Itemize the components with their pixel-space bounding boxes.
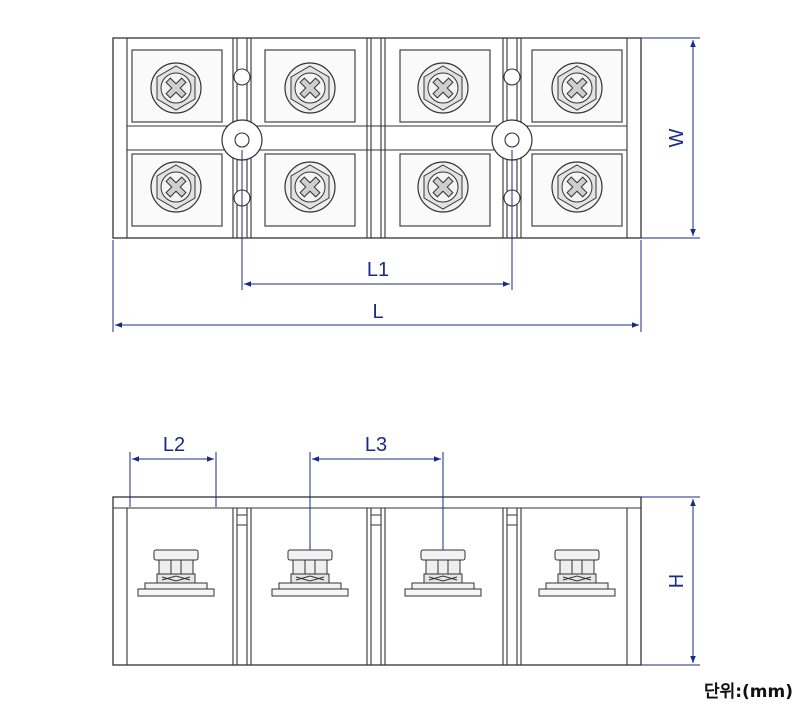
dimension-h: H bbox=[641, 496, 700, 666]
dimension-l1: L1 bbox=[241, 150, 513, 290]
dimension-l-label: L bbox=[372, 301, 383, 323]
mounting-hole-right bbox=[491, 119, 533, 161]
screw-top-6 bbox=[284, 161, 336, 213]
dimension-l1-label: L1 bbox=[367, 259, 389, 281]
dimension-l3-label: L3 bbox=[365, 434, 387, 456]
unit-label: 단위:(mm) bbox=[704, 682, 793, 702]
top-view bbox=[112, 37, 642, 239]
screw-top-1 bbox=[150, 62, 202, 114]
screw-top-5 bbox=[150, 161, 202, 213]
dimension-h-label: H bbox=[666, 574, 688, 588]
dimension-l: L bbox=[112, 240, 642, 332]
screw-top-2 bbox=[284, 62, 336, 114]
screw-top-7 bbox=[417, 161, 469, 213]
dimension-l2: L2 bbox=[129, 434, 217, 507]
side-view bbox=[112, 496, 642, 666]
dimension-l2-label: L2 bbox=[163, 434, 185, 456]
screw-top-3 bbox=[417, 62, 469, 114]
mounting-hole-left bbox=[221, 119, 263, 161]
dimension-w: W bbox=[641, 37, 700, 239]
screw-top-4 bbox=[551, 62, 603, 114]
screw-top-8 bbox=[551, 161, 603, 213]
dimension-w-label: W bbox=[666, 128, 688, 147]
dimension-l3: L3 bbox=[309, 434, 444, 550]
